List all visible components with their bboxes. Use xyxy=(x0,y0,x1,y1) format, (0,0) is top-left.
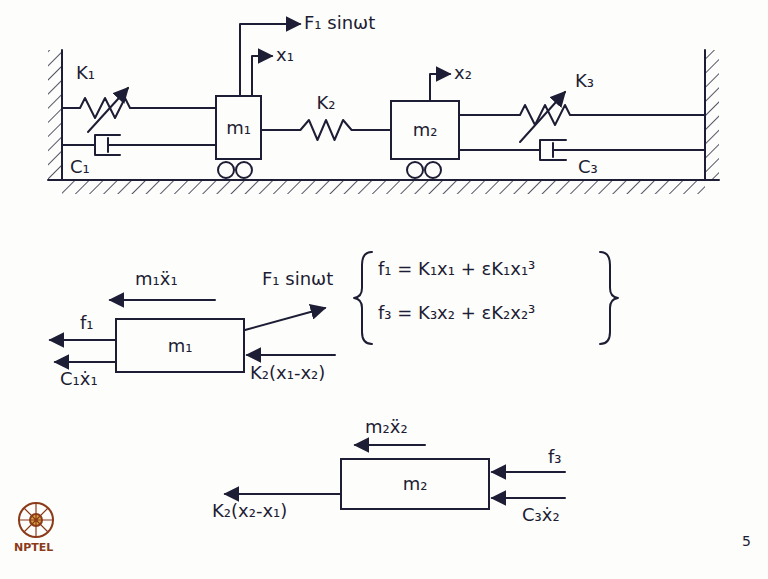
force-arrow xyxy=(245,308,325,330)
inertia-arrow xyxy=(110,299,215,301)
damper-label: C₁ xyxy=(70,156,90,178)
logo xyxy=(19,503,53,537)
equation: f₁ = K₁x₁ + εK₁x₁³ xyxy=(378,258,535,280)
page-number: 5 xyxy=(742,532,751,550)
logo-spokes xyxy=(19,503,53,537)
brace xyxy=(354,252,372,344)
spring-force-arrow xyxy=(50,339,115,341)
spring-force-label: K₂(x₁-x₂) xyxy=(250,362,325,384)
brace xyxy=(600,252,618,344)
displacement-label: x₁ xyxy=(276,44,294,66)
displacement-label: x₂ xyxy=(454,62,472,84)
mass-label: m₁ xyxy=(168,335,193,357)
wall-hatch xyxy=(705,50,719,180)
spring-force-label: f₁ xyxy=(80,312,94,334)
spring-force-arrow xyxy=(247,354,335,356)
equation: f₃ = K₃x₂ + εK₂x₂³ xyxy=(378,302,535,324)
left-wall xyxy=(61,50,63,180)
damper-force-label: C₃ẋ₂ xyxy=(522,504,560,526)
force-label: F₁ sinωt xyxy=(262,268,333,290)
spring-force-label: f₃ xyxy=(548,446,562,468)
inertia-label: m₂ẍ₂ xyxy=(365,416,408,438)
logo-text: NPTEL xyxy=(14,540,53,555)
force-arrow xyxy=(240,24,300,95)
mass-block: m₂ xyxy=(390,100,460,160)
spring-force-arrow xyxy=(492,471,565,473)
damper-force-arrow xyxy=(55,361,115,363)
spring-symbol xyxy=(62,98,215,118)
spring-label: K₂ xyxy=(314,92,337,114)
spring-label: K₃ xyxy=(575,70,594,92)
mass-label: m₂ xyxy=(413,119,438,141)
nonlinear-arrow xyxy=(88,88,128,132)
spring-force-label: K₂(x₂-x₁) xyxy=(212,500,287,522)
free-body-mass: m₁ xyxy=(115,318,245,373)
free-body-mass: m₂ xyxy=(340,458,490,510)
wheel xyxy=(236,162,252,178)
force-label: F₁ sinωt xyxy=(304,12,375,34)
inertia-arrow xyxy=(355,444,425,446)
damper-symbol xyxy=(62,135,215,155)
mass-block: m₁ xyxy=(215,95,262,160)
spring-symbol xyxy=(460,105,705,125)
displacement-arrow xyxy=(430,74,450,100)
logo-ring xyxy=(19,503,53,537)
wheel xyxy=(218,162,234,178)
displacement-arrow xyxy=(252,56,272,95)
damper-force-label: C₁ẋ₁ xyxy=(60,368,98,390)
spring-connector xyxy=(262,120,390,140)
damper-label: C₃ xyxy=(578,156,598,178)
ground-hatch xyxy=(62,180,705,194)
wheel xyxy=(407,162,423,178)
wall-hatch xyxy=(48,50,62,180)
mass-label: m₁ xyxy=(226,117,251,139)
inertia-label: m₁ẍ₁ xyxy=(135,268,178,290)
mass-label: m₂ xyxy=(403,473,428,495)
ground-line xyxy=(48,179,719,181)
wheel xyxy=(425,162,441,178)
damper-force-arrow xyxy=(492,497,565,499)
nonlinear-arrow xyxy=(520,92,565,142)
spring-force-arrow xyxy=(225,493,340,495)
spring-label: K₁ xyxy=(76,62,95,84)
